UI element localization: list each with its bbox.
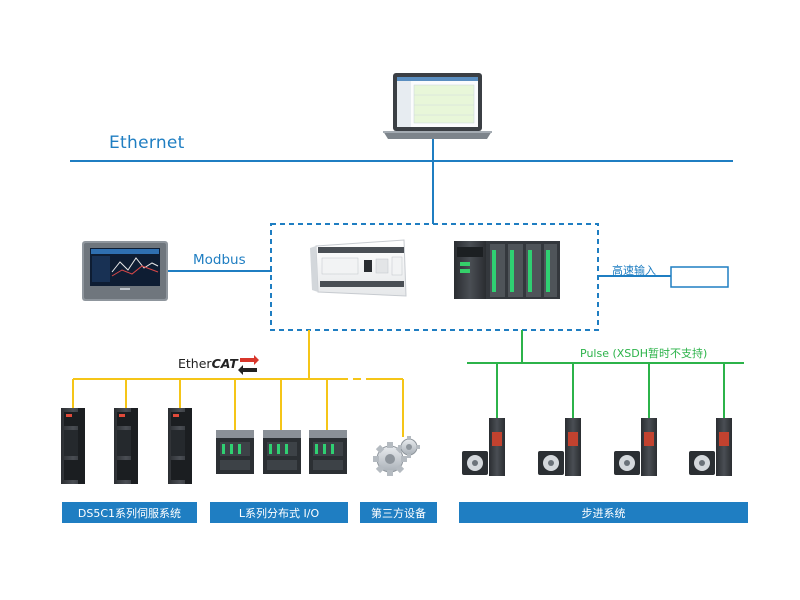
ethercat-logo: EtherCAT [178,356,238,371]
gears-icon [373,436,420,476]
ethercat-arrow-icon [238,355,259,375]
distributed-io-label: L系列分布式 I/O [210,502,348,523]
laptop-icon [383,73,492,139]
stepper-drive-icon [565,418,581,476]
stepper-unit [689,418,732,476]
third-party-device-label: 第三方设备 [360,502,437,523]
stepper-unit [538,418,581,476]
servo-drive-icon [168,408,192,484]
modular-plc-icon [454,241,560,299]
high-speed-input-label: 高速输入 [612,264,656,277]
ethercat-logo-part2: CAT [211,356,238,371]
servo-system-label: DS5C1系列伺服系统 [62,502,197,523]
ethercat-bus [72,330,404,437]
stepper-unit [614,418,657,476]
stepper-motor-icon [689,451,715,475]
ethernet-label: Ethernet [109,133,185,153]
servo-drive-icon [61,408,85,484]
ethercat-logo-part1: Ether [178,356,212,371]
stepper-motor-icon [614,451,640,475]
servo-drive-icon [114,408,138,484]
distributed-io-icon [263,430,301,474]
stepper-motor-icon [462,451,488,475]
stepper-drive-icon [641,418,657,476]
high-speed-input-device-box [670,266,729,288]
stepper-drive-icon [716,418,732,476]
stepper-unit [462,418,505,476]
controller-group-boundary [270,223,599,331]
stepper-drive-icon [489,418,505,476]
distributed-io-icon [309,430,347,474]
pulse-label: Pulse (XSDH暂时不支持) [580,347,708,360]
stepper-system-label: 步进系统 [459,502,748,523]
distributed-io-icon [216,430,254,474]
plc-controller-icon [310,239,407,297]
pulse-bus [467,330,744,420]
modbus-label: Modbus [193,252,246,268]
hmi-touchscreen-icon [82,241,168,301]
stepper-motor-icon [538,451,564,475]
